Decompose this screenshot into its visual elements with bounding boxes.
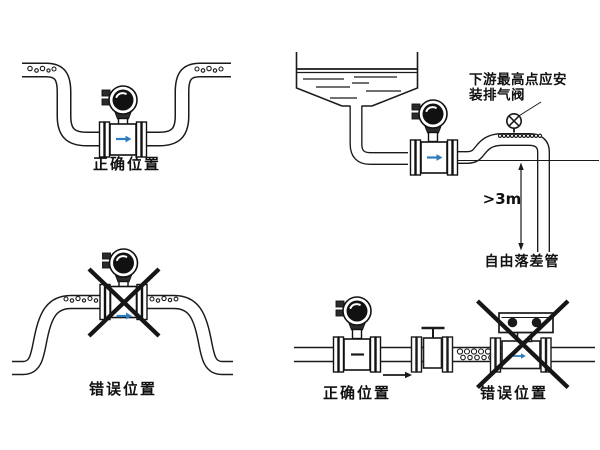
prohibit-x-mark [87, 267, 161, 338]
air-bubbles [497, 133, 543, 138]
air-valve-icon [505, 101, 542, 133]
flowmeter-icon [332, 296, 382, 373]
flowmeter-icon [98, 85, 148, 158]
air-bubbles [63, 295, 179, 303]
dimension-arrow [518, 162, 524, 251]
flowmeter-icon [409, 99, 459, 176]
air-valve-note-line2: 装排气阀 [468, 87, 525, 104]
tank [295, 52, 419, 107]
label-wrong-position: 错误位置 [89, 380, 157, 398]
free-fall-pipe-label: 自由落差管 [485, 253, 560, 270]
water-dashes [303, 76, 401, 99]
diagram-arch-pipe-wrong: 错误位置 [12, 248, 233, 398]
label-correct-position: 正确位置 [323, 384, 391, 402]
leader-line [519, 101, 542, 116]
drop-height-label: >3m [483, 190, 522, 208]
gate-valve-icon [410, 326, 454, 373]
diagram-u-pipe-correct: 正确位置 [22, 62, 231, 173]
label-wrong-position: 错误位置 [480, 384, 548, 402]
flow-direction-arrow [383, 371, 412, 379]
diagram-tank-free-fall: 下游最高点应安 装排气阀 >3m 自由落差管 [295, 52, 599, 270]
air-bubbles [27, 65, 224, 73]
label-correct-position: 正确位置 [93, 155, 161, 173]
prohibit-x-mark [476, 299, 570, 390]
diagram-straight-pipe: 正确位置 错误位置 [294, 296, 595, 402]
air-valve-note-line1: 下游最高点应安 [469, 71, 567, 88]
